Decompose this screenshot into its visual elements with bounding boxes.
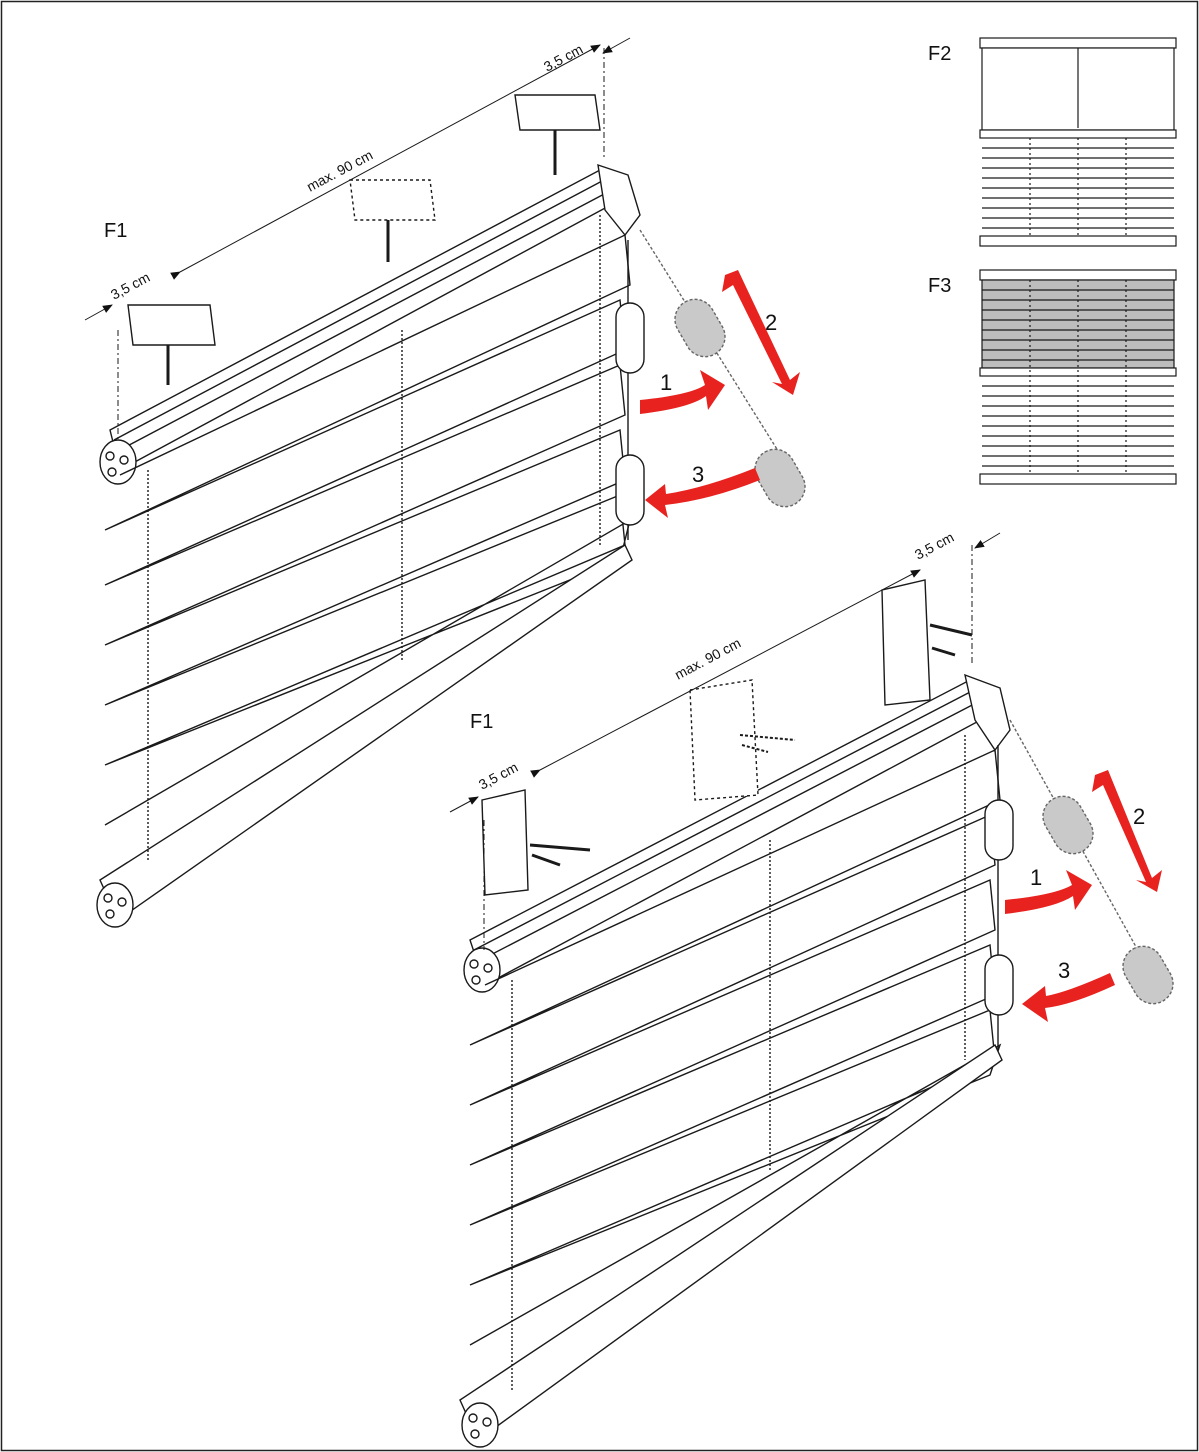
arrow-2-bottom	[1092, 770, 1162, 892]
bracket-left-top	[127, 304, 216, 346]
end-cap-left-bottom	[463, 947, 501, 993]
f3-headrail	[979, 269, 1177, 281]
bottom-cap-left-bottom	[461, 1402, 499, 1448]
arrows-top	[640, 270, 800, 518]
inset-f2	[979, 37, 1177, 247]
arrow-3-top	[645, 468, 760, 518]
dimension-label-max-bottom: max. 90 cm	[672, 635, 743, 683]
handle-lower-bottom	[984, 954, 1014, 1016]
bracket-right-top	[514, 94, 601, 131]
figure-label-f3: F3	[928, 275, 951, 297]
dimension-label-right-top: 3,5 cm	[541, 41, 586, 75]
bottom-cap-left	[96, 882, 134, 928]
figure-label-f1-bottom: F1	[470, 711, 493, 733]
step-label-2-bottom: 2	[1133, 804, 1145, 829]
handle-outer-upper	[674, 298, 726, 358]
blind-top	[84, 37, 806, 928]
inset-f3	[979, 269, 1177, 485]
step-label-1-top: 1	[660, 370, 672, 395]
f3-bottomrail	[979, 473, 1177, 485]
figure-label-f2: F2	[928, 43, 951, 65]
handle-outer-upper-bottom	[1042, 795, 1094, 855]
handle-outer-lower	[754, 448, 806, 508]
f2-pleats	[982, 138, 1174, 236]
arrow-2-top	[722, 270, 800, 395]
handle-upper-bottom	[984, 799, 1014, 861]
end-cap-left	[99, 439, 137, 485]
handle-outer-lower-bottom	[1122, 945, 1174, 1005]
step-label-3-top: 3	[692, 462, 704, 487]
figure-label-f1-top: F1	[104, 220, 127, 242]
f2-bottomrail	[979, 235, 1177, 247]
end-cap-right	[597, 163, 641, 237]
step-label-3-bottom: 3	[1058, 958, 1070, 983]
bracket-right-bottom	[881, 579, 931, 706]
dimension-label-left-bottom: 3,5 cm	[476, 759, 521, 793]
handle-upper	[615, 302, 645, 374]
arrows-bottom	[1005, 770, 1162, 1022]
blind-bottom	[449, 532, 1174, 1448]
dimension-label-left-top: 3,5 cm	[108, 269, 153, 303]
bracket-middle-top	[349, 179, 436, 221]
end-cap-right-bottom	[964, 673, 1011, 752]
f2-headrail	[979, 37, 1177, 49]
arrow-1-top	[640, 370, 725, 414]
dimension-label-right-bottom: 3,5 cm	[912, 529, 957, 563]
step-label-1-bottom: 1	[1030, 865, 1042, 890]
f3-shade-top	[981, 279, 1175, 369]
arrow-1-bottom	[1005, 870, 1092, 914]
bracket-middle-bottom	[689, 679, 759, 801]
step-label-2-top: 2	[765, 310, 777, 335]
bracket-left-bottom	[481, 789, 529, 896]
bottomrail-bottom	[459, 1043, 1003, 1442]
handle-lower	[615, 454, 645, 526]
arrow-3-bottom	[1022, 973, 1115, 1022]
